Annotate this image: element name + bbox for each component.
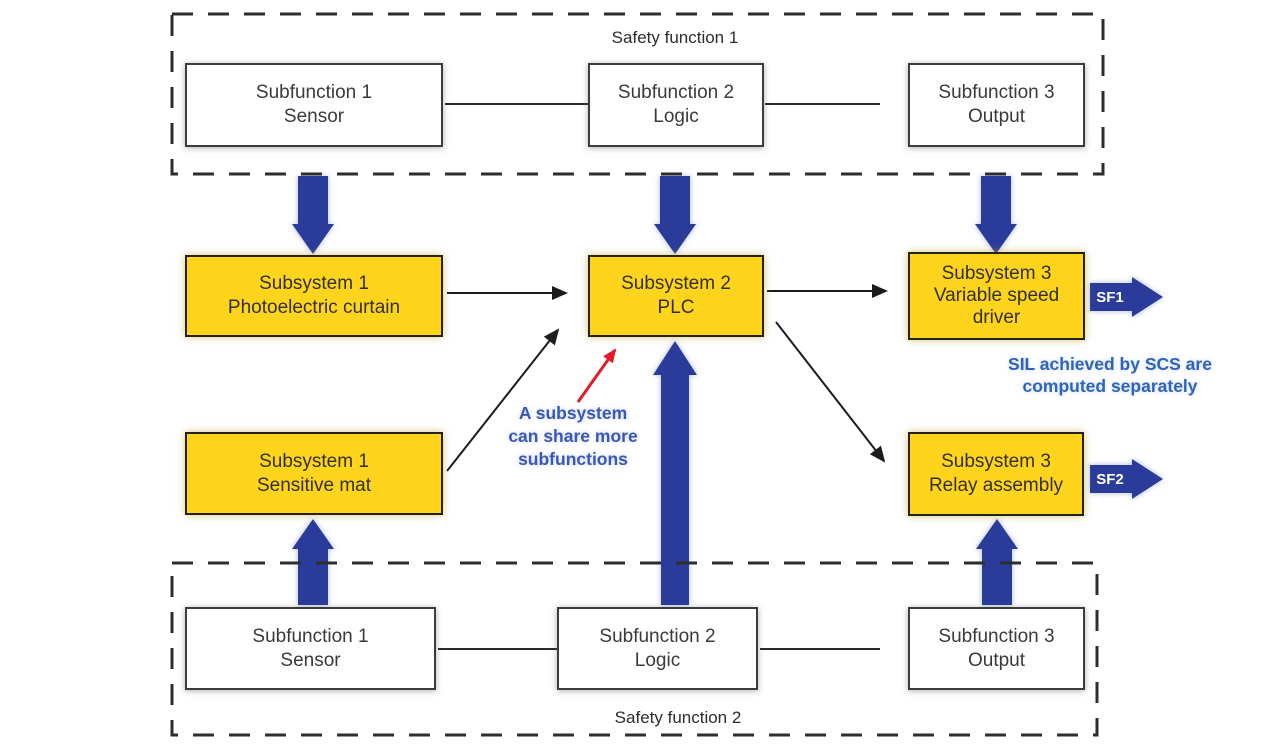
safety-function-2-label: Safety function 2 xyxy=(614,708,742,727)
sf1-output-arrow xyxy=(1090,277,1163,317)
box-line2: PLC xyxy=(657,297,695,318)
box-line2: Output xyxy=(967,649,1026,671)
box-line2: Logic xyxy=(653,106,699,127)
box-line1: Subsystem 3 xyxy=(941,451,1051,472)
box-line2: Output xyxy=(967,106,1026,127)
flow-arrow-up-sensor2 xyxy=(292,519,334,605)
safety-function-2-frame xyxy=(170,561,1099,737)
box-line2: Logic xyxy=(634,649,681,671)
box-line1: Subfunction 3 xyxy=(938,625,1055,647)
subsystem-1-photoelectric-curtain-box: Subsystem 1 Photoelectric curtain xyxy=(185,255,443,337)
sf1-subfunction-1-box: Subfunction 1 Sensor xyxy=(185,63,443,147)
arrow-sensitive-mat-to-plc xyxy=(446,328,560,472)
arrow-plc-to-relay xyxy=(775,321,886,463)
sf2-output-arrow xyxy=(1090,459,1163,499)
subsystem-2-plc-box: Subsystem 2 PLC xyxy=(588,255,764,337)
subsystem-3-vsd-box: Subsystem 3 Variable speed driver xyxy=(908,252,1085,340)
sf1-subfunction-2-box: Subfunction 2 Logic xyxy=(588,63,764,147)
box-line2: Variable speed driver xyxy=(933,285,1060,328)
box-line1: Subfunction 1 xyxy=(252,625,369,647)
box-line2: Sensitive mat xyxy=(256,474,372,496)
sil-computed-note: SIL achieved by SCS are computed separat… xyxy=(995,353,1225,397)
flow-arrow-up-logic2-tall xyxy=(653,341,697,605)
note-line: can share more xyxy=(508,426,638,446)
box-line1: Subfunction 1 xyxy=(255,82,373,103)
note-line: A subsystem xyxy=(518,403,628,423)
note-line: computed separately xyxy=(1022,376,1198,396)
sf2-flow-label: SF2 xyxy=(1096,471,1124,488)
box-line2: Photoelectric curtain xyxy=(227,297,401,318)
box-line1: Subsystem 2 xyxy=(621,273,731,294)
share-note-red-arrow xyxy=(576,348,617,403)
flow-arrow-down-logic1 xyxy=(654,176,696,254)
flow-arrow-up-output2 xyxy=(976,519,1018,605)
sf1-flow-label: SF1 xyxy=(1096,289,1124,306)
box-line1: Subfunction 2 xyxy=(599,625,716,647)
subsystem-3-relay-assembly-box: Subsystem 3 Relay assembly xyxy=(908,432,1084,516)
box-line2: Relay assembly xyxy=(928,475,1064,496)
box-line1: Subfunction 2 xyxy=(617,82,735,103)
flow-arrow-down-sensor1 xyxy=(292,176,334,254)
share-subfunctions-note: A subsystem can share more subfunctions xyxy=(478,402,668,471)
sf1-subfunction-3-box: Subfunction 3 Output xyxy=(908,63,1085,147)
note-line: SIL achieved by SCS are xyxy=(1008,354,1212,374)
box-line1: Subsystem 3 xyxy=(941,263,1052,284)
safety-function-1-frame xyxy=(170,12,1105,176)
sf2-subfunction-1-box: Subfunction 1 Sensor xyxy=(185,607,436,690)
box-line2: Sensor xyxy=(280,649,341,671)
subsystem-1-sensitive-mat-box: Subsystem 1 Sensitive mat xyxy=(185,432,443,515)
flow-arrow-down-output1 xyxy=(975,176,1017,254)
box-line2: Sensor xyxy=(283,106,345,127)
safety-function-1-label: Safety function 1 xyxy=(611,28,739,47)
box-line1: Subfunction 3 xyxy=(938,82,1055,103)
box-line1: Subsystem 1 xyxy=(259,450,369,472)
sf2-subfunction-3-box: Subfunction 3 Output xyxy=(908,607,1085,690)
box-line1: Subsystem 1 xyxy=(259,273,369,294)
note-line: subfunctions xyxy=(518,449,628,469)
sf2-subfunction-2-box: Subfunction 2 Logic xyxy=(557,607,758,690)
